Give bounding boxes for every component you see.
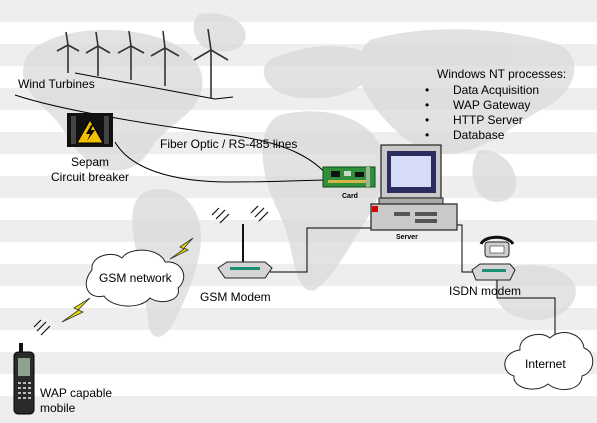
gsm-modem-label: GSM Modem [200, 290, 271, 304]
process-item: WAP Gateway [425, 98, 539, 113]
sepam-label: Sepam [70, 155, 110, 169]
fiber-line-turbine-string [74, 72, 216, 100]
link-gsm-modem-server [270, 227, 373, 273]
processes-list: Data Acquisition WAP Gateway HTTP Server… [425, 83, 539, 143]
wap-capable-label: WAP capable [40, 386, 113, 400]
radio-link-lightning [61, 237, 194, 323]
wind-turbine-icon [117, 30, 145, 80]
link-isdn-internet [496, 280, 556, 344]
circuit-breaker-label: Circuit breaker [50, 170, 130, 184]
wind-turbine-icon [150, 30, 180, 86]
wind-turbine-icon [85, 31, 111, 76]
fiber-line-turbines [14, 94, 331, 179]
process-item: Data Acquisition [425, 83, 539, 98]
card-label: Card [342, 193, 358, 200]
isdn-modem-label: ISDN modem [449, 284, 522, 298]
process-item: Database [425, 128, 539, 143]
fiber-line-sepam [114, 141, 331, 183]
wap-mobile-phone-icon [13, 343, 35, 415]
wind-turbines-label: Wind Turbines [18, 77, 95, 91]
gsm-network-label: GSM network [99, 271, 172, 285]
mobile-label: mobile [40, 401, 76, 415]
wind-turbines [56, 28, 229, 98]
wind-turbine-icon [56, 31, 80, 73]
wireless-signal-marks [33, 205, 269, 336]
interface-card-icon [322, 166, 376, 188]
fiber-optic-label: Fiber Optic / RS-485 lines [160, 137, 298, 151]
server-label: Server [396, 234, 418, 241]
internet-cloud [504, 332, 594, 391]
sepam-circuit-breaker-icon [67, 113, 113, 147]
server-computer-icon [370, 144, 458, 231]
processes-title: Windows NT processes: [437, 67, 567, 81]
connection-lines [14, 72, 556, 344]
fiber-line-tail [214, 96, 234, 100]
process-item: HTTP Server [425, 113, 539, 128]
gsm-modem-icon [217, 224, 273, 279]
internet-label: Internet [525, 357, 566, 371]
gsm-network-cloud [85, 249, 185, 307]
wind-turbine-icon [193, 28, 229, 98]
isdn-modem-icon [471, 235, 516, 281]
